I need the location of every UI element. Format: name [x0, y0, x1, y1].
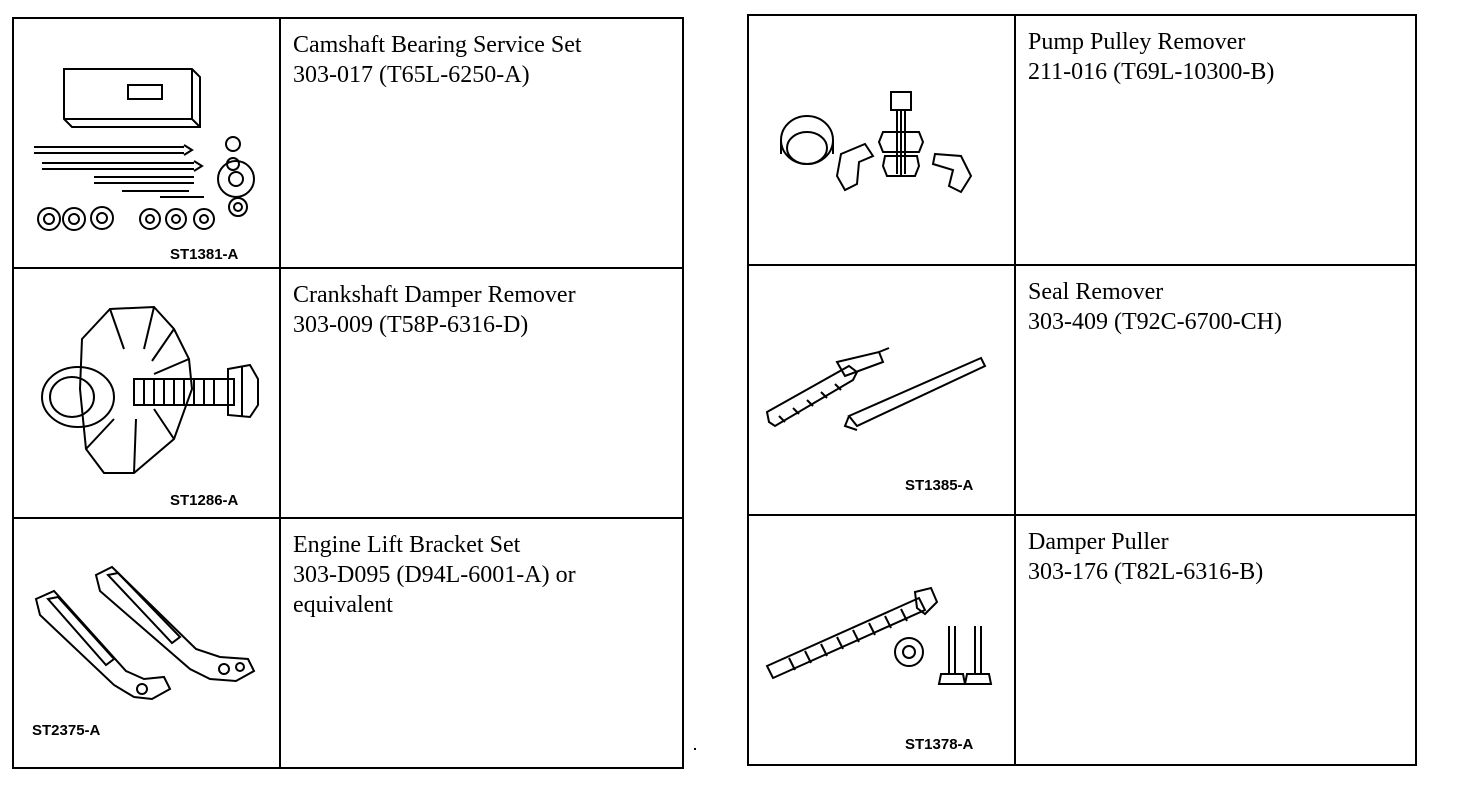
tool-illustration-cell — [747, 14, 1016, 266]
damper-puller-icon — [765, 586, 993, 685]
tool-description-cell: Seal Remover 303-409 (T92C-6700-CH) — [1014, 264, 1417, 516]
tool-name: Damper Puller — [1028, 529, 1169, 555]
tool-illustration-cell: ST1286-A — [12, 267, 281, 519]
tool-part-number: 303-017 (T65L-6250-A) — [293, 62, 530, 88]
tool-illustration-cell: ST1381-A — [12, 17, 281, 269]
tool-description-cell: Crankshaft Damper Remover 303-009 (T58P-… — [279, 267, 684, 519]
scan-speck — [694, 748, 696, 750]
tool-part-number: 303-009 (T58P-6316-D) — [293, 312, 529, 338]
engine-lift-bracket-icon — [34, 565, 256, 701]
crankshaft-damper-remover-icon — [41, 305, 259, 474]
tool-name: Crankshaft Damper Remover — [293, 282, 576, 308]
figure-number: ST1286-A — [170, 492, 239, 509]
tool-name: Engine Lift Bracket Set — [293, 532, 521, 558]
tool-description-cell: Damper Puller 303-176 (T82L-6316-B) — [1014, 514, 1417, 766]
pump-pulley-remover-icon — [780, 91, 973, 194]
tool-description-cell: Camshaft Bearing Service Set 303-017 (T6… — [279, 17, 684, 269]
tool-part-number: 303-176 (T82L-6316-B) — [1028, 559, 1264, 585]
figure-number: ST2375-A — [32, 722, 101, 739]
tool-name: Pump Pulley Remover — [1028, 29, 1246, 55]
figure-number: ST1381-A — [170, 246, 239, 263]
tool-description-cell: Pump Pulley Remover 211-016 (T69L-10300-… — [1014, 14, 1417, 266]
special-tools-table-left: ST1381-A Camshaft Bearing Service Set 30… — [12, 17, 684, 769]
tool-part-number: 303-409 (T92C-6700-CH) — [1028, 309, 1282, 335]
tool-illustration-cell: ST1385-A — [747, 264, 1016, 516]
figure-number: ST1385-A — [905, 477, 974, 494]
camshaft-bearing-set-icon — [34, 68, 255, 231]
figure-number: ST1378-A — [905, 736, 974, 753]
special-tools-table-right: Pump Pulley Remover 211-016 (T69L-10300-… — [747, 14, 1417, 766]
seal-remover-icon — [765, 347, 987, 431]
tool-row: ST1286-A Crankshaft Damper Remover 303-0… — [12, 267, 684, 519]
tool-name: Seal Remover — [1028, 279, 1164, 305]
tool-description-cell: Engine Lift Bracket Set 303-D095 (D94L-6… — [279, 517, 684, 769]
tool-part-number: 211-016 (T69L-10300-B) — [1028, 59, 1275, 85]
tool-row: ST2375-A Engine Lift Bracket Set 303-D09… — [12, 517, 684, 769]
tool-row: ST1378-A Damper Puller 303-176 (T82L-631… — [747, 514, 1417, 766]
tool-note: equivalent — [293, 592, 393, 618]
tool-part-number: 303-D095 (D94L-6001-A) or — [293, 562, 576, 588]
tool-row: ST1381-A Camshaft Bearing Service Set 30… — [12, 17, 684, 269]
tool-row: ST1385-A Seal Remover 303-409 (T92C-6700… — [747, 264, 1417, 516]
tool-row: Pump Pulley Remover 211-016 (T69L-10300-… — [747, 14, 1417, 266]
tool-illustration-cell: ST2375-A — [12, 517, 281, 769]
tool-illustration-cell: ST1378-A — [747, 514, 1016, 766]
tool-name: Camshaft Bearing Service Set — [293, 32, 582, 58]
